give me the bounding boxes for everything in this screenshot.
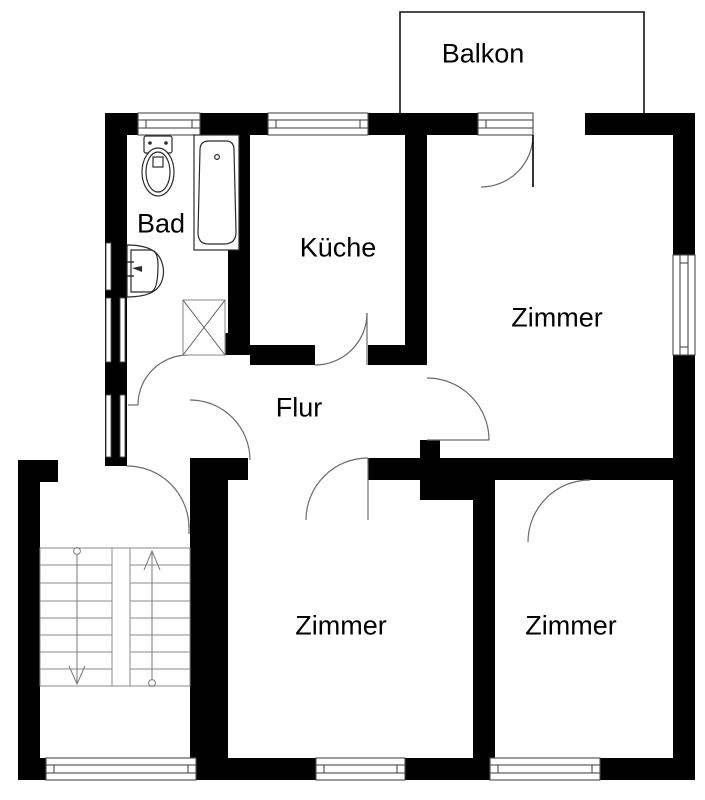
wall-east-lower: [673, 355, 695, 780]
window-bad-north: [137, 112, 201, 136]
door-bad: [128, 354, 189, 406]
window-kueche-north: [267, 112, 369, 136]
stair-up-arrow: [143, 549, 161, 687]
toilet-icon: [141, 135, 175, 197]
room-label-zimmer-sw: Zimmer: [295, 610, 387, 641]
sink-icon: [126, 244, 165, 298]
door-zimmer-ne: [426, 377, 490, 441]
wall-north-right: [585, 113, 695, 135]
door-stairwell: [189, 399, 251, 461]
window-zimmer-ne-east: [672, 254, 696, 356]
room-label-zimmer-ne: Zimmer: [511, 302, 603, 333]
wall-south-mid-2: [405, 758, 490, 780]
door-entrance: [126, 465, 190, 534]
bathroom-fixtures: [126, 134, 240, 356]
wall-stairwell-west: [18, 460, 40, 780]
bathtub-icon: [193, 134, 240, 251]
wall-zimmer-sw-west: [205, 458, 228, 780]
wall-kueche-south-1: [250, 345, 315, 365]
wall-east-upper: [673, 113, 695, 255]
wall-stairwell-north-stub: [18, 460, 58, 482]
wall-zimmer-ne-south: [528, 458, 600, 480]
room-label-kueche: Küche: [299, 232, 377, 263]
window-west-slots: [105, 242, 126, 458]
door-zimmer-sw: [305, 457, 369, 521]
staircase: [39, 547, 191, 687]
wall-zimmer-sw-east: [473, 458, 495, 780]
wall-south-right: [600, 758, 695, 780]
doors: [126, 134, 591, 543]
window-stairwell-south: [45, 757, 197, 781]
window-zimmer-sw-south: [315, 757, 406, 781]
wall-zimmer-ne-south-2: [590, 458, 695, 480]
door-balkon-opening: [477, 112, 534, 136]
wall-kueche-south-2: [368, 345, 427, 365]
door-balkon: [480, 134, 534, 188]
room-label-balkon: Balkon: [441, 38, 525, 69]
window-zimmer-se-south: [489, 757, 601, 781]
closet-icon: [182, 299, 226, 356]
balkon-outline: [399, 11, 645, 118]
room-label-flur: Flur: [275, 392, 323, 423]
stair-down-arrow: [68, 547, 86, 686]
wall-flur-east-stub: [420, 440, 440, 462]
door-zimmer-se: [527, 479, 591, 543]
windows: [45, 112, 696, 781]
door-kueche: [314, 312, 368, 366]
wall-kueche-zimmer-ne: [405, 113, 427, 355]
room-label-zimmer-se: Zimmer: [525, 610, 617, 641]
room-label-bad: Bad: [136, 208, 186, 239]
